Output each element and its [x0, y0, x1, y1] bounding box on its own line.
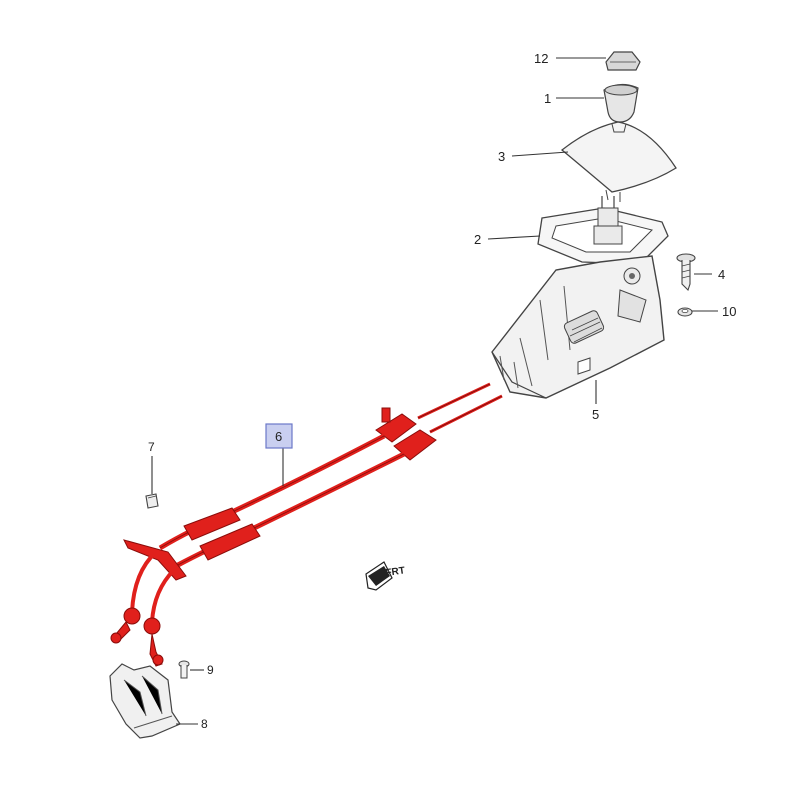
part-5-shifter-housing[interactable]: [491, 255, 665, 399]
callout-12[interactable]: 12: [534, 51, 548, 66]
part-8-bracket[interactable]: [109, 663, 181, 739]
callout-4[interactable]: 4: [718, 267, 725, 282]
callout-10[interactable]: 10: [722, 304, 736, 319]
callout-9[interactable]: 9: [207, 663, 214, 677]
part-6-cable-assembly[interactable]: [110, 382, 503, 667]
part-4-screw[interactable]: [676, 253, 696, 292]
front-marker-label: FRT: [385, 565, 406, 579]
part-1-shift-knob[interactable]: [603, 83, 639, 123]
callout-5[interactable]: 5: [592, 407, 599, 422]
callout-7[interactable]: 7: [148, 440, 155, 454]
part-9-bolt[interactable]: [178, 660, 190, 679]
front-direction-marker: FRT: [365, 561, 406, 591]
callout-2[interactable]: 2: [474, 232, 481, 247]
housing-gear-detail: [563, 310, 605, 344]
callout-1[interactable]: 1: [544, 91, 551, 106]
part-12-cap[interactable]: [605, 51, 641, 71]
callout-8[interactable]: 8: [201, 717, 208, 731]
part-2-bezel[interactable]: [537, 196, 669, 265]
part-7-clip[interactable]: [145, 493, 159, 509]
callout-labels: 12 1 3 2 4 10 5 6 7 9 8: [148, 51, 736, 731]
callout-6[interactable]: 6: [275, 429, 282, 444]
part-10-nut[interactable]: [677, 307, 693, 317]
callout-3[interactable]: 3: [498, 149, 505, 164]
part-3-shift-boot[interactable]: [560, 121, 677, 202]
leader-lines: [151, 57, 718, 725]
callout-6-highlight-box: [265, 423, 293, 449]
